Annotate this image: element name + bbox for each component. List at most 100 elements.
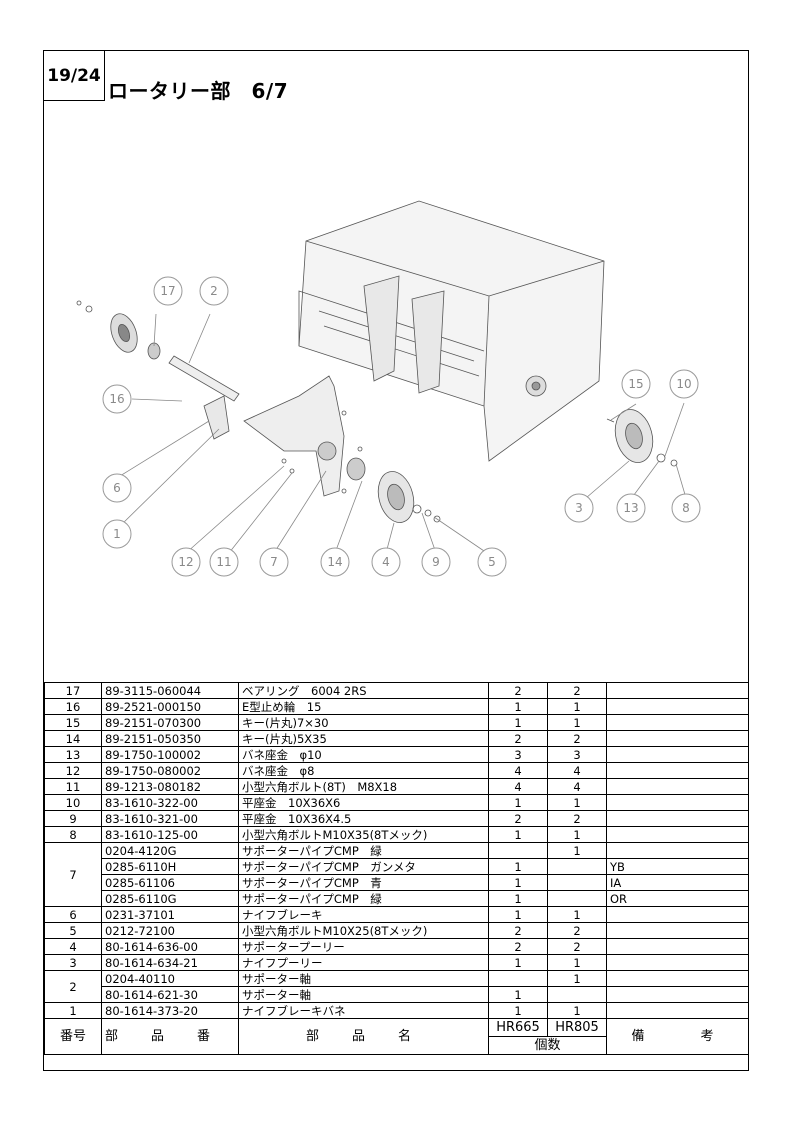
cell-qty-hr805: 3 — [547, 746, 607, 763]
cell-qty-hr665: 1 — [488, 874, 548, 891]
cell-part-no: 0285-6110H — [101, 858, 239, 875]
header-no: 番号 — [44, 1018, 102, 1055]
header-hr665: HR665 — [488, 1018, 548, 1037]
cell-no: 8 — [44, 826, 102, 843]
callout-8 — [671, 493, 701, 523]
callout-10 — [669, 369, 699, 399]
cell-part-no: 0204-4120G — [101, 842, 239, 859]
cell-remarks — [606, 1002, 749, 1019]
cell-qty-hr805: 2 — [547, 938, 607, 955]
cell-qty-hr805 — [547, 890, 607, 907]
cell-part-no: 0285-6110G — [101, 890, 239, 907]
cell-qty-hr805 — [547, 858, 607, 875]
svg-text:6: 6 — [113, 481, 121, 495]
svg-text:15: 15 — [628, 377, 643, 391]
cell-no: 17 — [44, 682, 102, 699]
cell-qty-hr805: 4 — [547, 778, 607, 795]
cell-no: 1 — [44, 1002, 102, 1019]
cell-part-no: 0285-61106 — [101, 874, 239, 891]
cell-qty-hr805: 1 — [547, 826, 607, 843]
cell-qty-hr805: 1 — [547, 698, 607, 715]
cell-qty-hr665: 1 — [488, 698, 548, 715]
callout-17 — [153, 276, 183, 306]
parts-sheet: 19/24 ロータリー部 6/7 — [43, 50, 749, 1071]
header-hr805: HR805 — [547, 1018, 607, 1037]
page-number: 19/24 — [44, 51, 105, 101]
header-part-name: 部 品 名 — [238, 1018, 489, 1055]
callout-15 — [621, 369, 651, 399]
cell-remarks — [606, 922, 749, 939]
cell-part-name: サポーターパイプCMP ガンメタ — [238, 858, 489, 875]
supporter-pipe — [243, 375, 345, 497]
cell-qty-hr665: 1 — [488, 826, 548, 843]
cell-part-no: 80-1614-636-00 — [101, 938, 239, 955]
callout-16 — [102, 384, 132, 414]
cell-remarks — [606, 682, 749, 699]
cell-qty-hr665: 1 — [488, 1002, 548, 1019]
cell-qty-hr805: 1 — [547, 714, 607, 731]
cell-no: 6 — [44, 906, 102, 923]
cell-part-name: 小型六角ボルト(8T) M8X18 — [238, 778, 489, 795]
svg-text:10: 10 — [676, 377, 691, 391]
cell-qty-hr665 — [488, 970, 548, 987]
cell-part-name: ナイフブレーキ — [238, 906, 489, 923]
cell-qty-hr805: 2 — [547, 682, 607, 699]
svg-text:7: 7 — [270, 555, 278, 569]
cell-part-no: 80-1614-621-30 — [101, 986, 239, 1003]
cell-remarks — [606, 778, 749, 795]
svg-text:16: 16 — [109, 392, 124, 406]
cell-no: 2 — [44, 970, 102, 1003]
cell-part-no: 83-1610-322-00 — [101, 794, 239, 811]
cell-no: 13 — [44, 746, 102, 763]
cell-part-name: バネ座金 φ8 — [238, 762, 489, 779]
cell-qty-hr805: 1 — [547, 970, 607, 987]
cell-remarks — [606, 906, 749, 923]
cell-qty-hr805: 1 — [547, 906, 607, 923]
cell-part-name: キー(片丸)7×30 — [238, 714, 489, 731]
cell-qty-hr665: 2 — [488, 938, 548, 955]
callout-12 — [171, 547, 201, 577]
cell-part-name: 平座金 10X36X6 — [238, 794, 489, 811]
cell-qty-hr665: 1 — [488, 906, 548, 923]
cell-part-no: 89-1750-100002 — [101, 746, 239, 763]
cell-part-name: 小型六角ボルトM10X35(8Tメック) — [238, 826, 489, 843]
cell-qty-hr805 — [547, 874, 607, 891]
rotary-housing — [298, 200, 605, 462]
cell-part-name: サポーターパイプCMP 緑 — [238, 842, 489, 859]
callout-7 — [259, 547, 289, 577]
cell-remarks — [606, 954, 749, 971]
callout-13 — [616, 493, 646, 523]
cell-remarks: IA — [606, 874, 749, 891]
cell-qty-hr805: 1 — [547, 842, 607, 859]
cell-qty-hr665: 1 — [488, 986, 548, 1003]
callout-2 — [199, 276, 229, 306]
cell-part-no: 0212-72100 — [101, 922, 239, 939]
cell-qty-hr665: 3 — [488, 746, 548, 763]
cell-part-no: 83-1610-321-00 — [101, 810, 239, 827]
page-title: ロータリー部 6/7 — [108, 79, 289, 103]
cell-remarks — [606, 746, 749, 763]
cell-part-name: サポーターパイプCMP 緑 — [238, 890, 489, 907]
cell-qty-hr665: 1 — [488, 794, 548, 811]
cell-qty-hr805 — [547, 986, 607, 1003]
svg-text:14: 14 — [327, 555, 342, 569]
svg-text:9: 9 — [432, 555, 440, 569]
cell-remarks — [606, 730, 749, 747]
cell-no: 3 — [44, 954, 102, 971]
header-qty: 個数 — [488, 1036, 607, 1055]
cell-qty-hr665: 1 — [488, 714, 548, 731]
cell-part-name: サポータープーリー — [238, 938, 489, 955]
